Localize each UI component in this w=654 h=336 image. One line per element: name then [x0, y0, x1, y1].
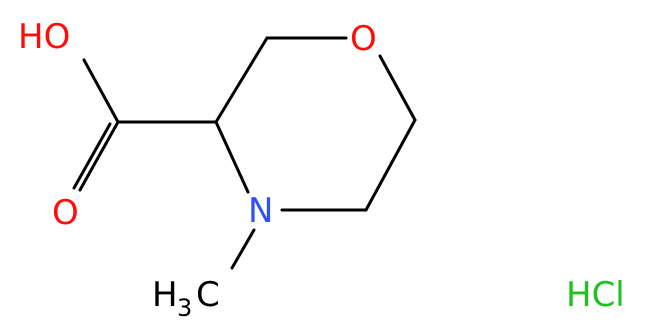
bond-carbonyl-double-b: [72, 122, 112, 190]
hydroxyl-label: HO: [18, 17, 70, 57]
bond-hydroxyl-carboxyl: [82, 58, 120, 124]
methyl-label: H 3 C: [152, 275, 220, 322]
hcl-label: HCl: [566, 275, 625, 315]
bond-c3-c2: [214, 36, 269, 124]
methyl-subscript: 3: [177, 294, 192, 322]
bond-n4-c3: [214, 120, 250, 194]
bond-o1-c6: [378, 54, 417, 122]
carbonyl-oxygen-label: O: [52, 193, 79, 233]
bond-n4-methyl: [230, 228, 256, 270]
bond-c6-c5: [364, 118, 417, 212]
methyl-c-label: C: [196, 275, 220, 315]
methyl-h-label: H: [152, 275, 178, 315]
ring-oxygen-label: O: [350, 19, 377, 59]
ring-nitrogen-label: N: [248, 191, 273, 231]
bonds: [72, 36, 417, 270]
bond-carbonyl-double-a: [78, 120, 120, 192]
